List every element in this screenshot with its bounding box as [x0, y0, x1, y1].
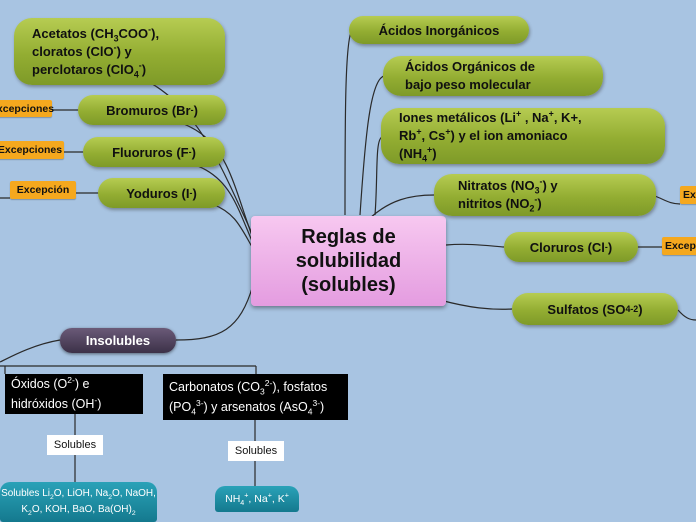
tag-excepciones-fluoruros[interactable]: Excepciones	[0, 141, 64, 159]
topic-carbonatos[interactable]: Carbonatos (CO32-), fosfatos (PO43-) y a…	[163, 374, 348, 420]
line-sulfatos-out	[677, 309, 696, 321]
line-bromuros	[77, 109, 256, 245]
tag-excepcion-yoduros[interactable]: Excepción	[10, 181, 76, 199]
line-organicos	[359, 75, 385, 216]
topic-acidos-organicos[interactable]: Ácidos Orgánicos de bajo peso molecular	[383, 56, 603, 96]
tag-excepciones-bromuros[interactable]: Excepciones	[0, 100, 54, 117]
topic-iones-metalicos[interactable]: Iones metálicos (Li+ , Na+, K+, Rb+, Cs+…	[381, 108, 665, 164]
topic-cloruros[interactable]: Cloruros (Cl-)	[504, 232, 638, 262]
line-inorganicos	[344, 29, 353, 216]
topic-fluoruros[interactable]: Fluoruros (F-)	[83, 137, 225, 167]
central-line-1: Reglas de	[301, 226, 396, 248]
central-line-3: (solubles)	[301, 274, 396, 296]
line-insolubles	[175, 284, 254, 341]
topic-yoduros[interactable]: Yoduros (I-)	[98, 178, 225, 208]
central-line-2: solubilidad	[295, 250, 402, 272]
topic-insolubles[interactable]: Insolubles	[60, 328, 176, 353]
subtopic-solubles-oxidos[interactable]: Solubles	[47, 435, 103, 455]
topic-bromuros[interactable]: Bromuros (Br-)	[78, 95, 226, 125]
line-nitratos	[369, 194, 435, 219]
topic-oxidos-hidroxidos[interactable]: Óxidos (O2-) e hidróxidos (OH-)	[5, 374, 143, 414]
leaf-solubles-oxidos[interactable]: Solubles Li2O, LiOH, Na2O, NaOH, K2O, KO…	[0, 482, 157, 522]
topic-nitratos[interactable]: Nitratos (NO3-) y nitritos (NO2-)	[434, 174, 656, 216]
line-insol-tree	[0, 339, 257, 374]
tag-excepciones-nitratos[interactable]: Exc	[680, 186, 696, 204]
topic-acetatos[interactable]: Acetatos (CH3COO-), cloratos (ClO-) y pe…	[14, 18, 225, 85]
line-iones	[374, 136, 383, 216]
line-exc-yoduros	[0, 192, 98, 199]
leaf-solubles-carbonatos[interactable]: NH4+, Na+, K+	[215, 486, 299, 512]
topic-acidos-inorganicos[interactable]: Ácidos Inorgánicos	[349, 16, 529, 44]
tag-excepciones-cloruros[interactable]: Excep	[662, 237, 696, 255]
central-topic[interactable]: Reglas de solubilidad (solubles)	[251, 216, 446, 306]
line-sulfatos	[439, 299, 513, 310]
subtopic-solubles-carbonatos[interactable]: Solubles	[228, 441, 284, 461]
line-cloruros	[445, 243, 505, 248]
line-exc-nitratos	[654, 195, 681, 205]
